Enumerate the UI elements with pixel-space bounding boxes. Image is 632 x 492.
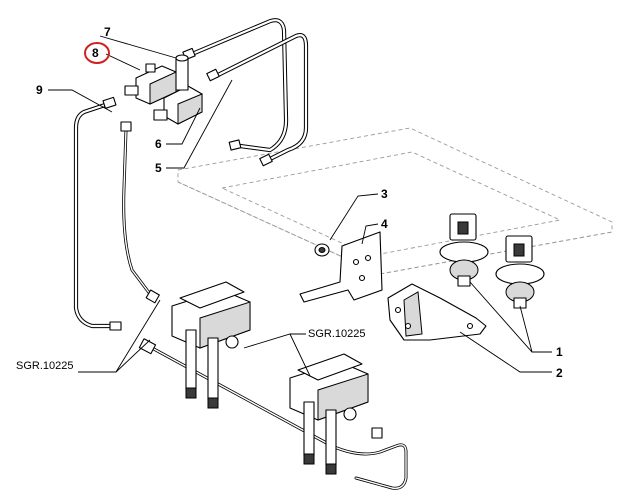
injector-right-a-tip [303, 453, 315, 465]
bracket-4-hole-c [358, 274, 366, 282]
solenoid-valve-1b[interactable] [495, 235, 545, 309]
pipe-9[interactable] [73, 96, 122, 331]
callout-3[interactable]: 3 [381, 187, 388, 201]
injector-rail-right-port [343, 407, 357, 421]
leader-lines [48, 35, 552, 377]
bracket-2-hole-c [466, 322, 474, 330]
bracket-4[interactable] [299, 231, 383, 303]
callout-9[interactable]: 9 [36, 83, 43, 97]
tee-fitting-8-port-left [124, 85, 139, 96]
injector-left-b [207, 337, 219, 401]
pipe-7-nut-bottom [228, 139, 242, 151]
thin-tube-left-nut-bottom [145, 289, 160, 304]
pipe-5-nut-top [206, 68, 220, 82]
callout-4[interactable]: 4 [381, 217, 388, 231]
thin-tube-bottom-nut-right [371, 427, 383, 439]
callout-5[interactable]: 5 [155, 161, 162, 175]
thin-tube-left[interactable] [120, 121, 160, 304]
solenoid-valve-1a[interactable] [439, 213, 489, 287]
valve-fitting-6-port [153, 109, 168, 121]
pipe-9-nut-bottom [109, 321, 122, 331]
injector-right-a [303, 401, 315, 457]
injector-left-a [185, 329, 197, 391]
grommet-3[interactable] [314, 243, 330, 257]
bracket-2-hole-b [404, 322, 412, 330]
injector-right-b-tip [325, 463, 337, 475]
pipe-7[interactable] [182, 18, 289, 153]
callout-1[interactable]: 1 [556, 345, 563, 359]
injector-right-b [325, 409, 337, 467]
injector-rail-right[interactable] [289, 353, 369, 475]
sgr-reference-right[interactable]: SGR.10225 [308, 328, 365, 340]
pipe-9-nut-top [102, 96, 117, 109]
highlight-circle-callout-8 [84, 42, 110, 64]
bracket-4-hole-a [352, 258, 360, 266]
callout-8[interactable]: 8 [92, 46, 99, 60]
thin-tube-bottom-nut-left [138, 338, 157, 355]
thin-tube-bottom[interactable] [138, 338, 408, 490]
injector-left-b-tip [207, 397, 219, 409]
bracket-2-hole-a [394, 306, 402, 314]
bracket-2[interactable] [387, 283, 487, 341]
tee-fitting-8-port-top [145, 63, 156, 73]
thin-tube-left-nut-top [120, 121, 132, 132]
callout-7[interactable]: 7 [104, 25, 111, 39]
injector-left-a-tip [185, 387, 197, 399]
tank-outline-dashed [177, 127, 613, 275]
injector-rail-left-port [225, 335, 239, 349]
bracket-4-hole-b [364, 254, 372, 262]
callout-2[interactable]: 2 [556, 366, 563, 380]
pipe-5[interactable] [206, 33, 309, 167]
pipe-5-nut-bottom [259, 153, 273, 167]
valve-fitting-6-stem-top [175, 54, 189, 62]
valve-fitting-6[interactable] [153, 54, 203, 125]
sgr-reference-left[interactable]: SGR.10225 [16, 360, 73, 372]
callout-6[interactable]: 6 [155, 137, 162, 151]
valve-fitting-6-stem [175, 57, 189, 91]
injector-rail-left[interactable] [171, 281, 251, 409]
